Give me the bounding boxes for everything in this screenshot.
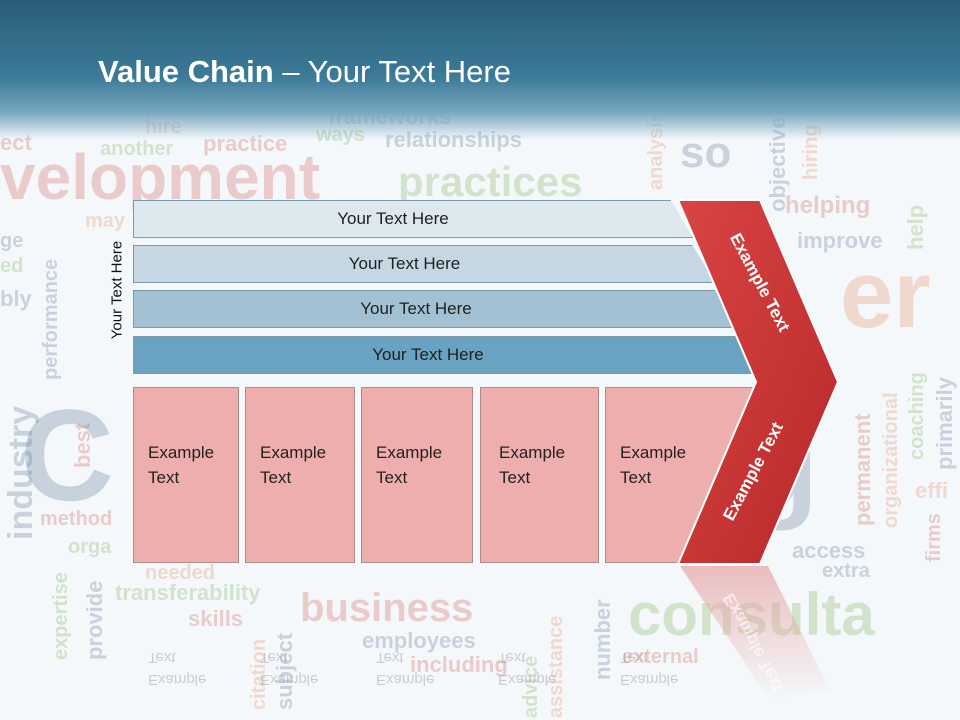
support-row-label: Your Text Here <box>360 299 472 318</box>
chevron-reflection <box>680 566 830 700</box>
box-line: Text <box>620 468 652 487</box>
support-row-3[interactable]: Your Text Here <box>133 290 739 328</box>
support-row-1[interactable]: Your Text Here <box>133 200 693 238</box>
primary-box-2[interactable]: Example Text <box>245 387 355 563</box>
title-rest: – Your Text Here <box>273 54 511 89</box>
title-banner <box>0 0 960 140</box>
support-row-label: Your Text Here <box>337 209 449 228</box>
primary-box-1[interactable]: Example Text <box>133 387 239 563</box>
margin-chevron <box>676 199 840 565</box>
box-line: Text <box>148 468 180 487</box>
box-line: Text <box>376 468 408 487</box>
box-line: Example <box>148 443 215 462</box>
box-line: Example <box>499 443 566 462</box>
primary-box-4[interactable]: Example Text <box>480 387 599 563</box>
box-line: Example <box>260 443 327 462</box>
box-line: Example <box>376 443 443 462</box>
support-row-4[interactable]: Your Text Here <box>133 336 763 374</box>
primary-box-3[interactable]: Example Text <box>361 387 473 563</box>
box-line: Example <box>620 443 687 462</box>
box-line: Text <box>499 468 531 487</box>
slide-title[interactable]: Value Chain – Your Text Here <box>98 54 511 90</box>
box-line: Text <box>260 468 292 487</box>
support-row-label: Your Text Here <box>372 345 484 364</box>
support-row-2[interactable]: Your Text Here <box>133 245 716 283</box>
support-row-label: Your Text Here <box>348 254 461 273</box>
title-main: Value Chain <box>98 54 274 89</box>
